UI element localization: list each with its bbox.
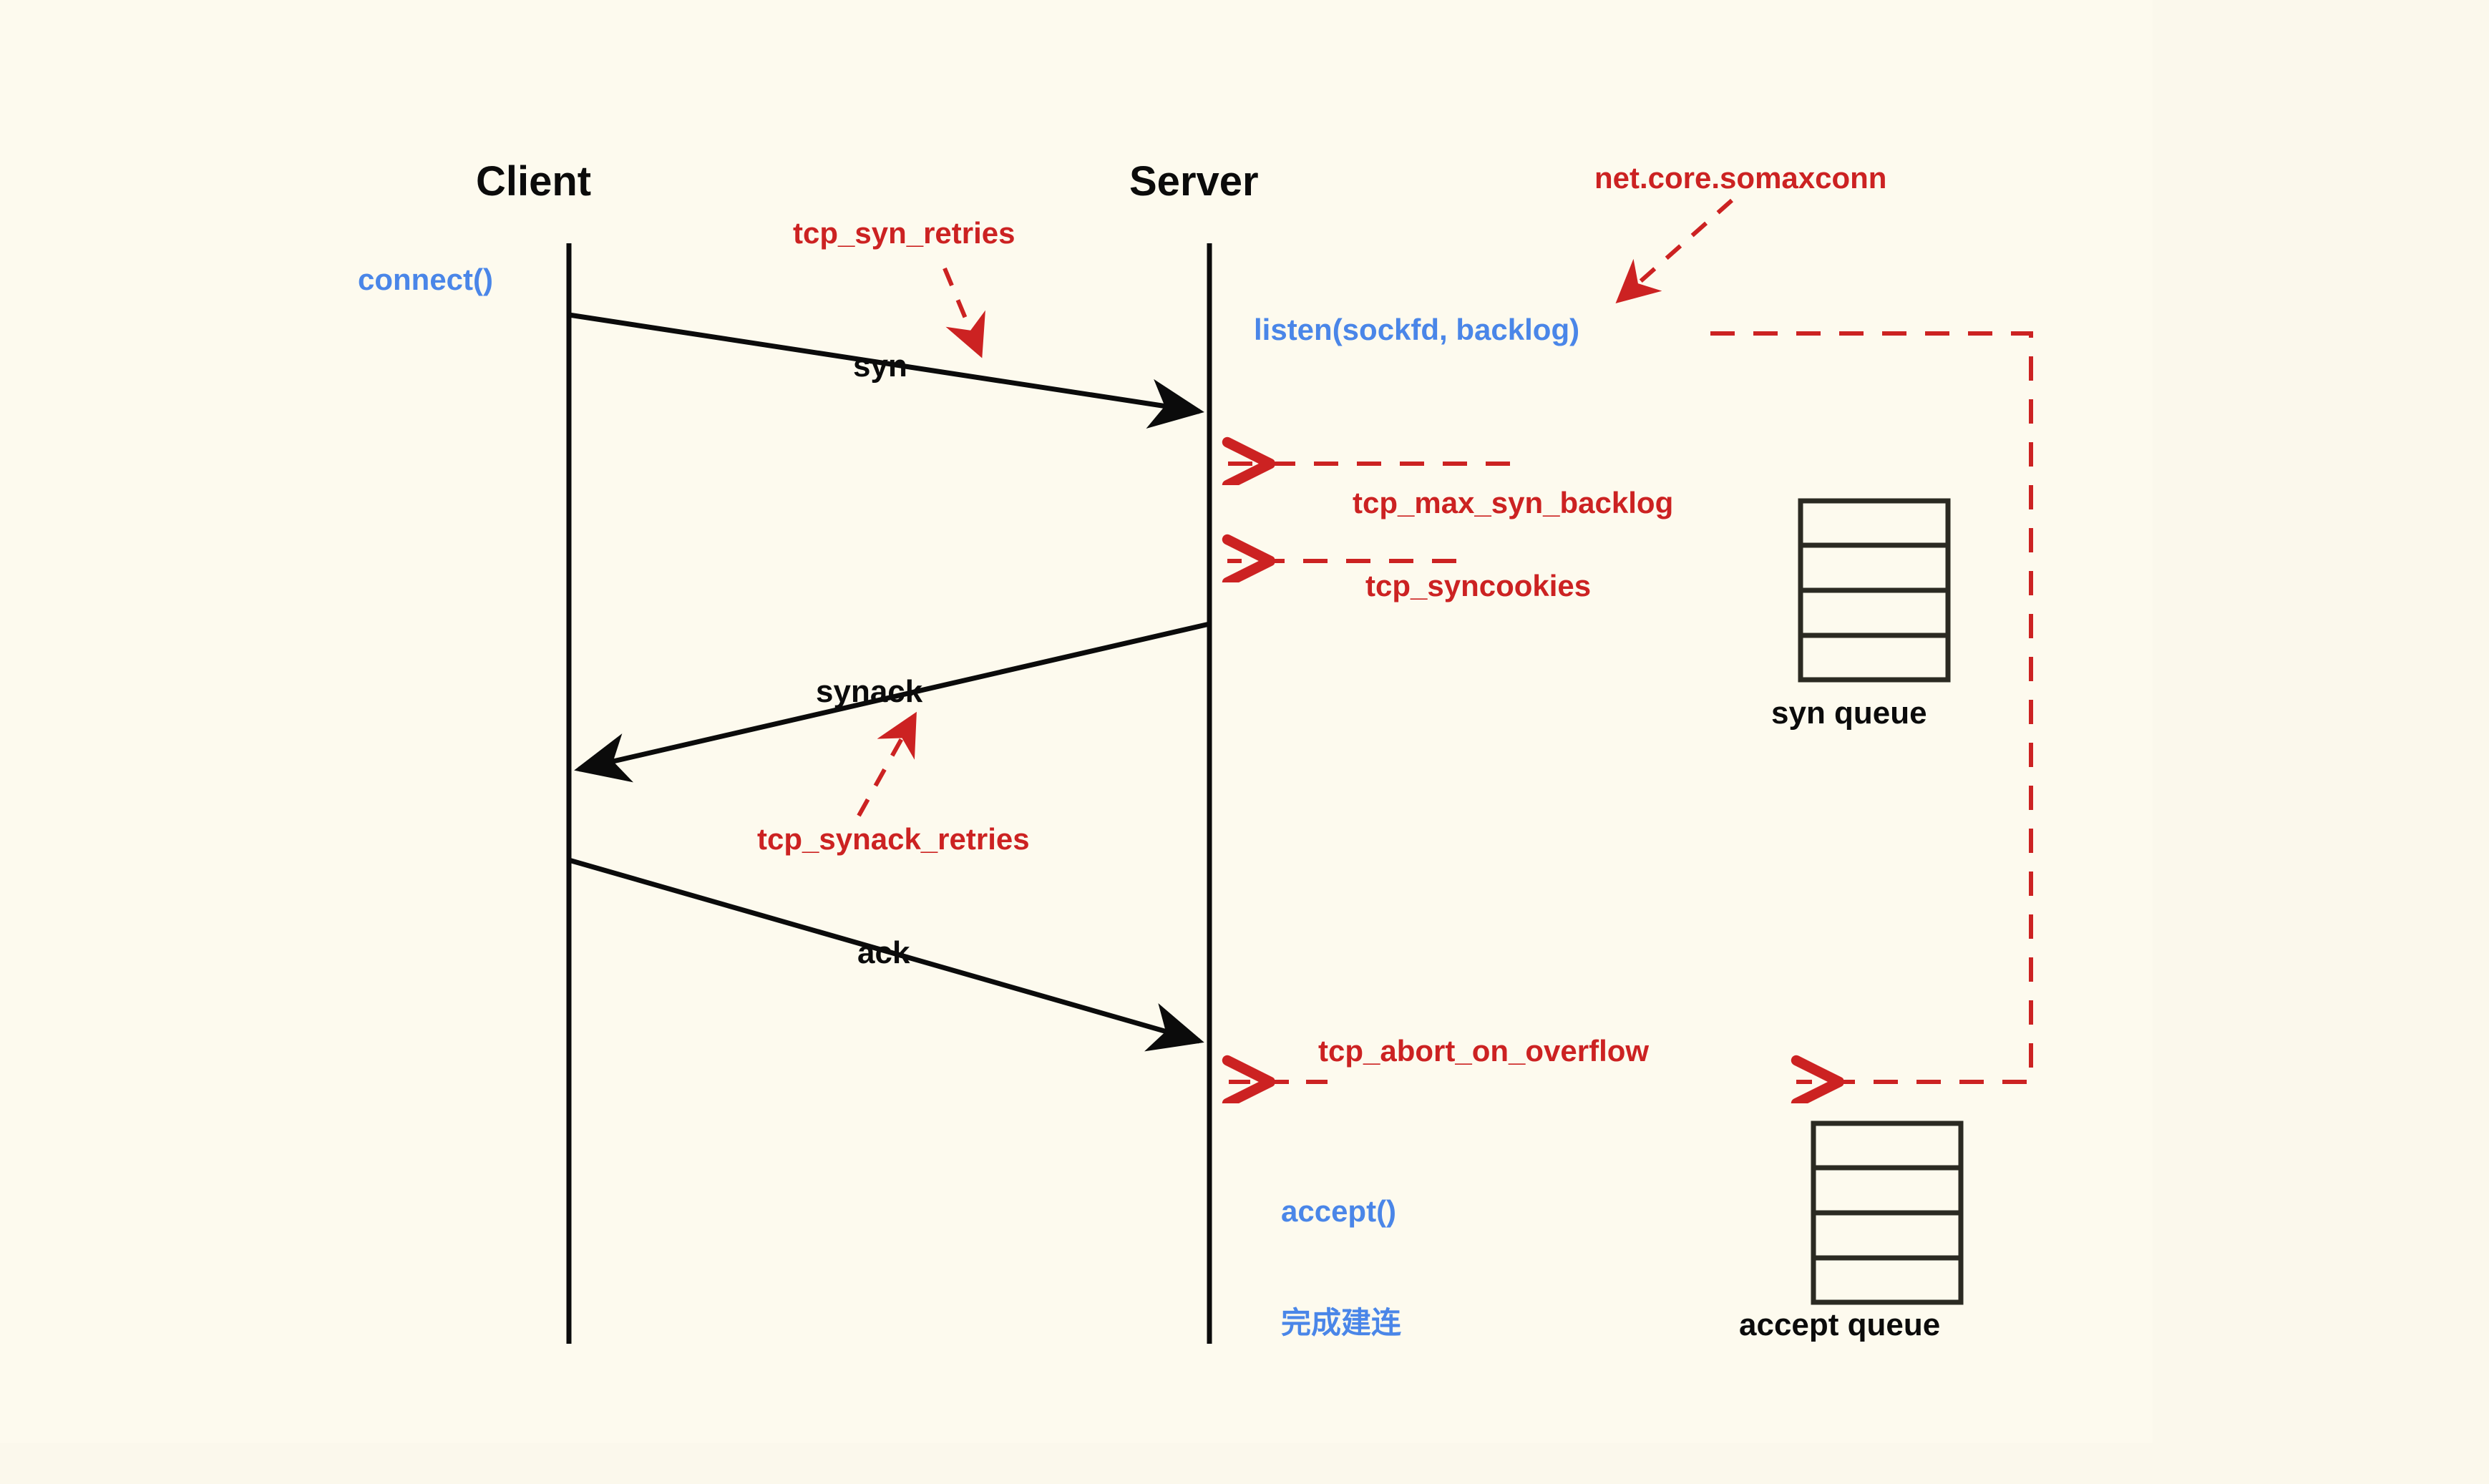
- diagram-background: [0, 0, 2153, 1443]
- synack-arrow: [574, 621, 1210, 783]
- accept-queue-box: [1811, 1121, 1964, 1305]
- tcp-syn-retries-label: tcp_syn_retries: [793, 216, 1015, 250]
- syn-queue-box: [1798, 498, 1951, 683]
- connect-call-label: connect(): [358, 263, 493, 296]
- accept-queue-label: accept queue: [1739, 1307, 1941, 1342]
- tcp-abort-on-overflow-label: tcp_abort_on_overflow: [1318, 1034, 1650, 1068]
- accept-call-label: accept(): [1281, 1194, 1397, 1228]
- syn-message-label: syn: [853, 348, 907, 384]
- tcp-synack-retries-pointer: [857, 711, 917, 817]
- listen-call-label: listen(sockfd, backlog): [1254, 313, 1580, 346]
- tcp-max-syn-backlog-label: tcp_max_syn_backlog: [1353, 486, 1674, 519]
- tcp-syn-retries-pointer: [942, 267, 985, 358]
- ack-arrow: [568, 857, 1204, 1052]
- tcp-synack-retries-label: tcp_synack_retries: [757, 822, 1030, 856]
- server-title: Server: [1129, 158, 1259, 205]
- net-core-somaxconn-pointer: [1615, 198, 1733, 303]
- tcp-syncookies-label: tcp_syncookies: [1365, 569, 1592, 602]
- syn-arrow: [568, 312, 1204, 429]
- net-core-somaxconn-label: net.core.somaxconn: [1594, 161, 1887, 195]
- syn-queue-label: syn queue: [1771, 695, 1927, 731]
- backlog-routing-path: [1710, 331, 2033, 1082]
- ack-message-label: ack: [857, 935, 910, 970]
- synack-message-label: synack: [816, 674, 923, 709]
- connection-established-label: 完成建连: [1281, 1306, 1402, 1339]
- client-title: Client: [476, 158, 592, 205]
